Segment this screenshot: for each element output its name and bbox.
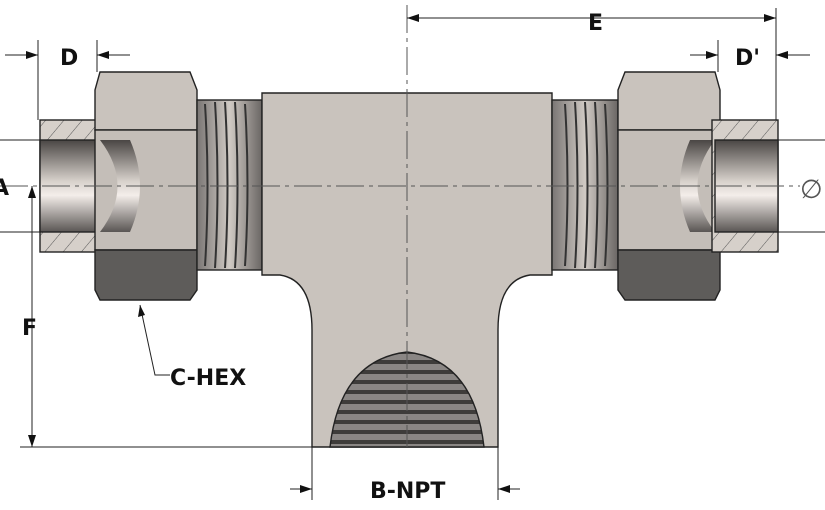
left-hex-nut xyxy=(94,71,198,301)
label-diameter: ∅ xyxy=(800,175,823,205)
left-thread xyxy=(196,99,263,271)
label-f: F xyxy=(22,316,37,341)
right-hex-nut xyxy=(617,71,721,301)
label-d: D xyxy=(60,46,78,71)
label-a: A xyxy=(0,176,9,201)
label-e: E xyxy=(588,11,603,36)
dimension-lines xyxy=(0,8,825,500)
label-d-prime: D' xyxy=(735,46,760,71)
right-thread xyxy=(551,99,619,271)
label-c-hex: C-HEX xyxy=(170,366,246,391)
dimension-arrows xyxy=(26,14,788,493)
label-b-npt: B-NPT xyxy=(370,479,445,504)
